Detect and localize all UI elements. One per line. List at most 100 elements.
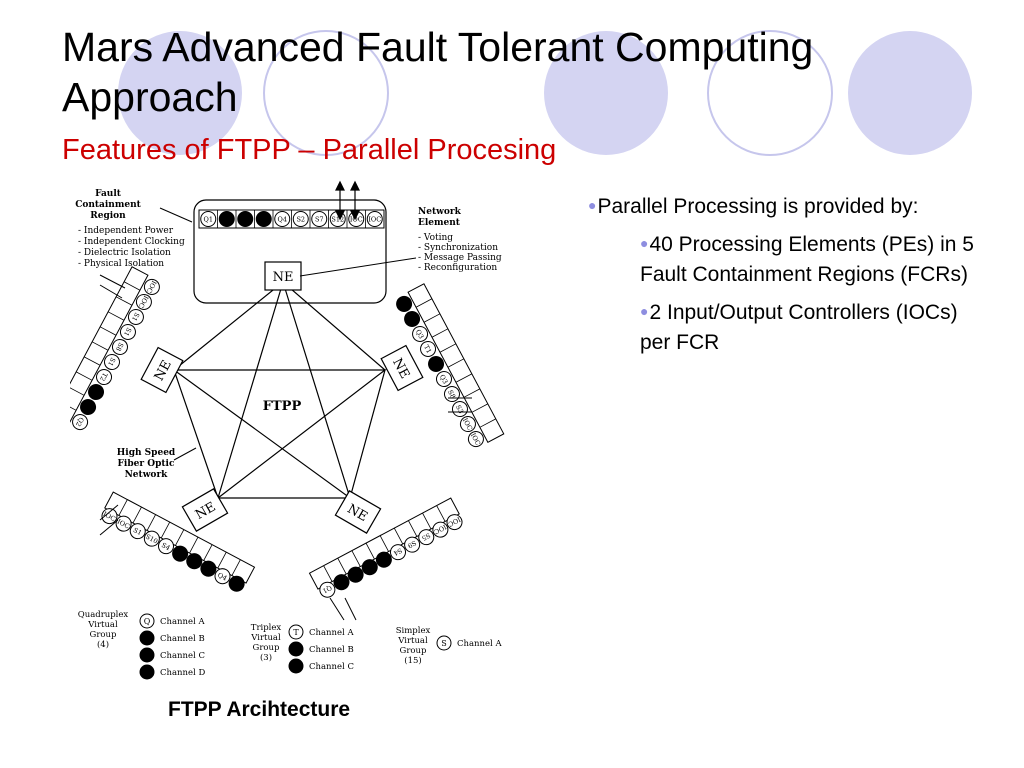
pe-slot-label: Q4 (278, 216, 287, 224)
legend-channel: Channel B (309, 645, 354, 655)
pe-slot (96, 369, 113, 386)
pe-slot (274, 211, 291, 227)
io-arrow (99, 519, 119, 536)
legend-title: (15) (404, 655, 421, 666)
pe-slot (88, 384, 105, 401)
pe-slot (436, 371, 453, 388)
pe-slot-label: S8 (114, 341, 125, 352)
slide-title: Mars Advanced Fault Tolerant Computing A… (62, 24, 814, 120)
bullet-item: ●Parallel Processing is provided by: (588, 190, 988, 222)
pe-slot-label: Q3 (438, 373, 450, 385)
pe-slot-label: Q1 (204, 216, 213, 224)
legend-channel-marker (436, 635, 452, 651)
pe-slot-label: T2 (98, 371, 109, 382)
sub-bullet-text: 2 Input/Output Controllers (IOCs) per FC… (640, 301, 958, 354)
fiber-line-2: Fiber Optic (118, 459, 175, 469)
bullet-dot-icon: ● (640, 303, 649, 319)
legend-letter: T (293, 628, 299, 637)
legend-channel-marker (139, 647, 155, 663)
legend-channel: Channel D (160, 668, 205, 678)
pe-slot (418, 529, 435, 546)
pe-slot (157, 538, 174, 555)
legend-channel: Channel A (309, 628, 354, 638)
pe-slot-label: S4 (160, 541, 171, 552)
legend-letter: S (441, 639, 446, 648)
pe-slot-label: S4 (392, 546, 403, 557)
legend-channel-marker (288, 641, 304, 657)
figure-caption: FTPP Arcihtecture (168, 698, 351, 721)
ne-box: NE (140, 346, 184, 394)
ne-box-frame (181, 488, 229, 532)
legend-title: Group (90, 630, 117, 640)
fcr-item: - Independent Clocking (78, 237, 185, 247)
pe-slot (451, 401, 468, 418)
legend-channel: Channel C (309, 662, 354, 672)
pe-slot (361, 559, 378, 576)
ne-box-frame (334, 490, 382, 534)
pe-slot (218, 211, 235, 227)
pe-slot (200, 560, 217, 577)
legend-title: (4) (97, 639, 109, 650)
ne-annotation: Network Element (418, 207, 462, 228)
ne-box: NE (264, 261, 302, 291)
pe-slot-label: IOC (350, 216, 363, 224)
pe-slot (172, 545, 189, 562)
pe-slot-label: S9 (406, 539, 417, 550)
pe-slot-label: S1 (130, 311, 141, 322)
pe-slot (143, 530, 160, 547)
ne-box-frame (380, 344, 424, 392)
pe-slot-label: IOC (368, 216, 381, 224)
pe-slot (214, 568, 231, 585)
pe-slot (103, 354, 120, 371)
pe-slot-label: Q2 (74, 416, 86, 428)
ftpp-center-label: FTPP (263, 399, 302, 414)
pe-slot (366, 211, 383, 227)
slide-subtitle: Features of FTPP – Parallel Procesing (62, 134, 557, 166)
io-arrow (99, 504, 119, 521)
legend-title: Simplex (396, 626, 431, 636)
fiber-pointer (173, 447, 197, 461)
pe-slot (333, 574, 350, 591)
pe-slot (186, 553, 203, 570)
legend-channel-marker (288, 624, 304, 640)
pe-slot (111, 338, 128, 355)
pe-slot (390, 544, 407, 561)
fcr-item: - Physical Isolation (78, 259, 164, 269)
legend-channel: Channel A (160, 617, 205, 627)
ne-heading-2: Element (418, 218, 461, 228)
legend-title: (3) (260, 652, 272, 663)
pe-slot (72, 414, 89, 431)
sub-bullet-text: 40 Processing Elements (PEs) in 5 Fault … (640, 233, 974, 286)
sub-bullet-item: ●40 Processing Elements (PEs) in 5 Fault… (640, 228, 988, 290)
pe-slot (404, 310, 421, 327)
ne-item: - Synchronization (418, 243, 498, 253)
pe-slot-label: Q3 (414, 328, 426, 340)
pe-slot (143, 278, 160, 295)
pe-slot (200, 211, 217, 227)
pe-slot (396, 295, 413, 312)
ne-item: - Voting (418, 233, 453, 243)
pe-slot (119, 323, 136, 340)
pe-slot-label: S8 (446, 389, 457, 400)
fcr-pointer (159, 207, 193, 223)
legend-channel-marker (288, 658, 304, 674)
fcr-item: - Independent Power (78, 226, 174, 236)
fcr-items: - Independent Power - Independent Clocki… (78, 226, 185, 269)
pe-slot (228, 575, 245, 592)
pe-slot (428, 355, 445, 372)
fcr-item: - Dielectric Isolation (78, 248, 171, 258)
legend-channel: Channel A (457, 639, 502, 649)
pe-slot (80, 399, 97, 416)
ftpp-pentagon (173, 281, 386, 499)
pe-slot (404, 536, 421, 553)
io-arrow (329, 597, 345, 621)
ne-item: - Reconfiguration (418, 263, 497, 273)
fiber-annotation: High Speed Fiber Optic Network (117, 448, 176, 480)
legend-title: Group (253, 643, 280, 653)
fiber-line-3: Network (125, 470, 169, 480)
